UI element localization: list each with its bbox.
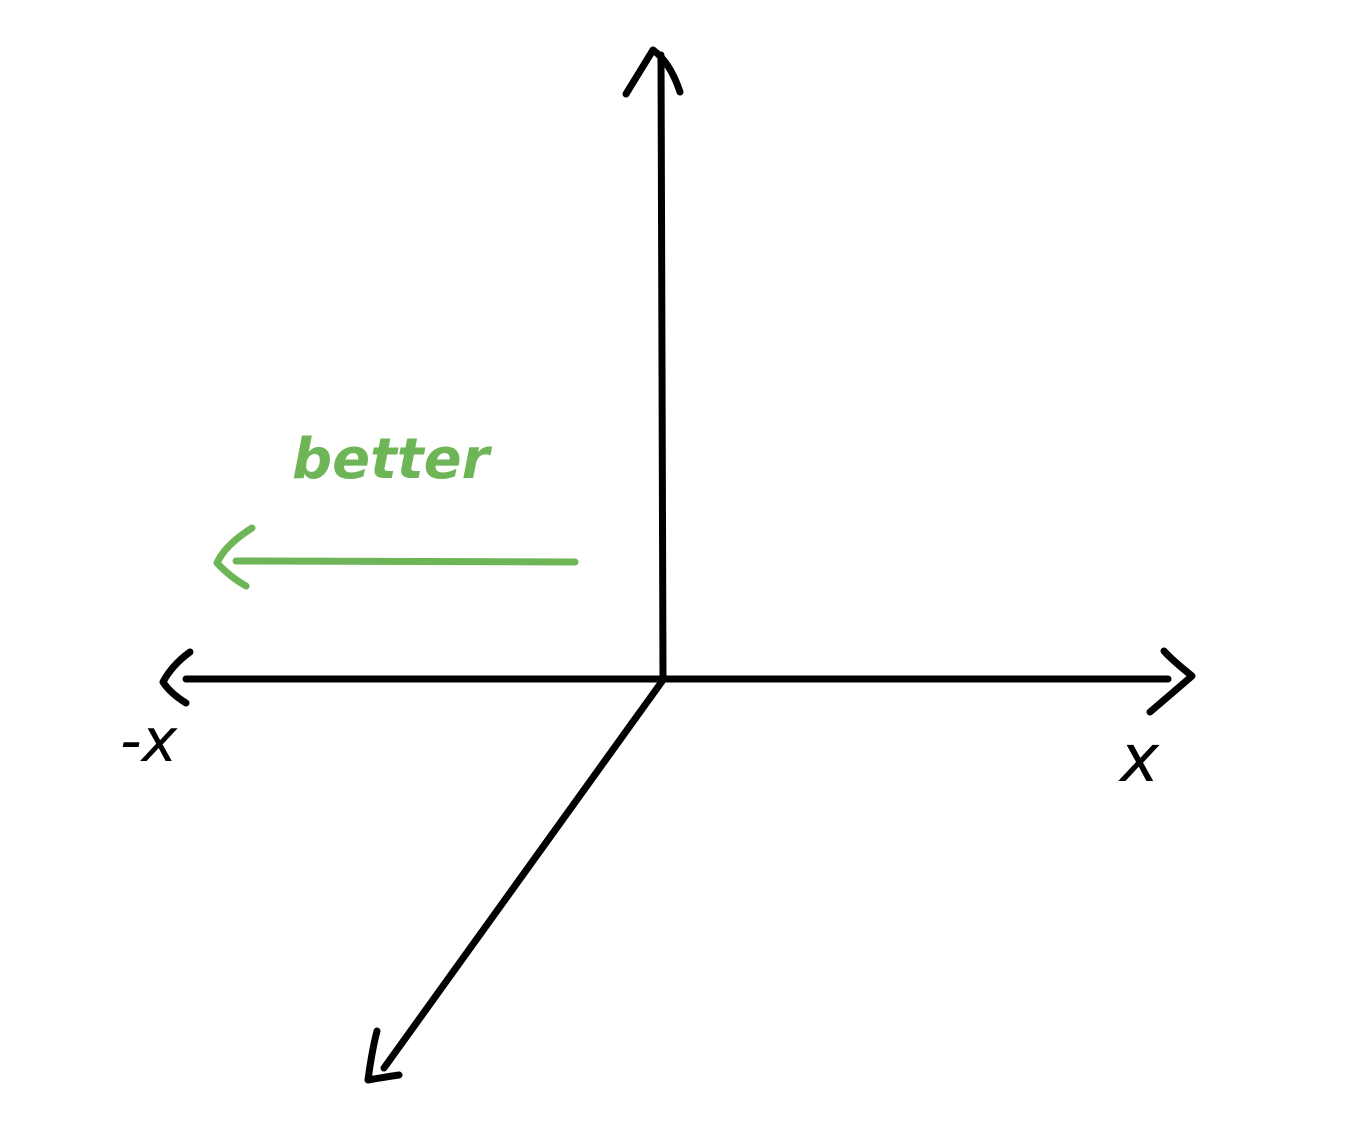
depth-axis bbox=[380, 676, 667, 1072]
depth-axis-arrowhead bbox=[364, 1027, 403, 1084]
negative-x-arrowhead bbox=[159, 648, 194, 707]
positive-x-label: x bbox=[1118, 720, 1160, 797]
positive-x-arrowhead bbox=[1146, 647, 1196, 716]
negative-x-label: -x bbox=[120, 706, 178, 776]
vertical-axis bbox=[657, 51, 667, 682]
better-direction-arrow-shaft bbox=[232, 557, 579, 566]
better-label: better bbox=[292, 427, 493, 492]
vertical-axis-arrowhead bbox=[622, 46, 684, 98]
better-direction-arrowhead bbox=[213, 524, 256, 590]
